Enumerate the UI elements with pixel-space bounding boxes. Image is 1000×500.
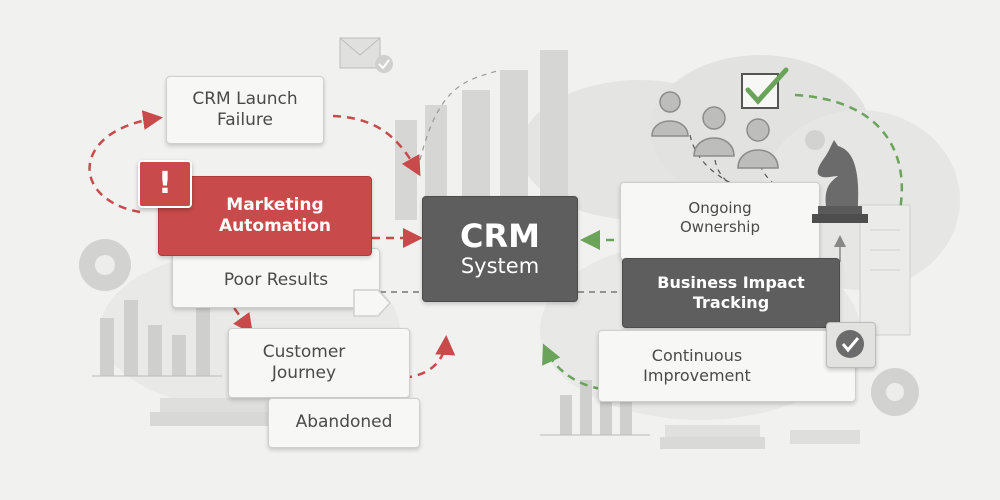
checkbox-check-icon [741, 67, 789, 109]
customer-journey-box: Customer Journey [228, 328, 410, 398]
poor-results-label: Poor Results [223, 270, 329, 291]
marketing-automation-label: Marketing Automation [219, 194, 331, 236]
continuous-improvement-label: Continuous Improvement [643, 346, 751, 385]
poor-results-box: Poor Results [172, 248, 380, 308]
crm-system-box: CRM System [422, 196, 578, 302]
email-icon [339, 37, 393, 73]
tag-arrow-icon [353, 289, 392, 317]
crm-system-title: CRM [460, 216, 540, 255]
people-icon [651, 91, 779, 169]
ongoing-ownership-box: Ongoing Ownership [620, 182, 820, 260]
abandoned-label: Abandoned [295, 412, 393, 433]
marketing-automation-box: Marketing Automation [158, 176, 372, 256]
business-impact-tracking-box: Business Impact Tracking [622, 258, 840, 328]
business-impact-tracking-label: Business Impact Tracking [657, 273, 805, 312]
warning-icon: ! [138, 160, 192, 208]
crm-launch-failure-label: CRM Launch Failure [192, 88, 298, 130]
chess-knight-icon [812, 140, 868, 223]
gear-icon [79, 130, 919, 416]
bar-chart-icon [92, 300, 222, 377]
ongoing-ownership-label: Ongoing Ownership [680, 199, 760, 236]
abandoned-box: Abandoned [268, 398, 420, 448]
customer-journey-label: Customer Journey [262, 341, 346, 383]
check-badge-icon [826, 322, 876, 368]
continuous-improvement-box: Continuous Improvement [598, 330, 856, 402]
crm-system-subtitle: System [460, 254, 540, 278]
crm-launch-failure-box: CRM Launch Failure [166, 76, 324, 144]
